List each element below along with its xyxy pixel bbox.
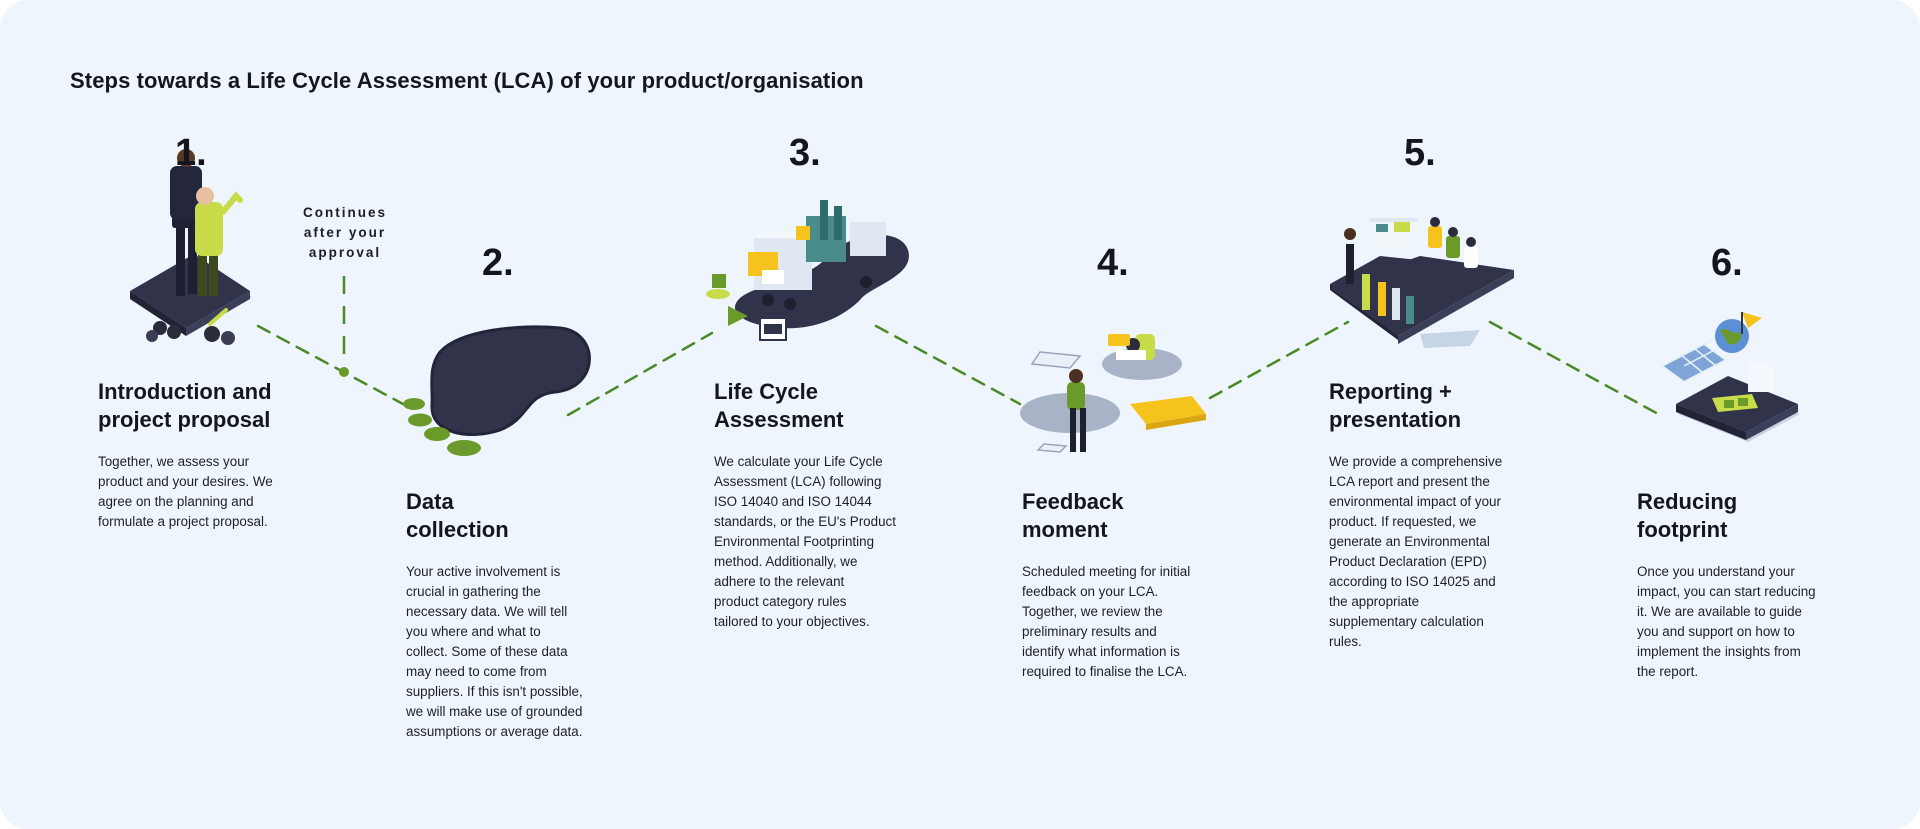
step-1-text: Together, we assess your product and you… [98, 454, 273, 529]
step-4-text: Scheduled meeting for initial feedback o… [1022, 564, 1191, 679]
step-6-number: 6. [1711, 242, 1743, 284]
empty-platform-illustration [403, 325, 591, 456]
step-4-number: 4. [1097, 242, 1129, 284]
step-4-heading: Feedback moment [1022, 489, 1124, 542]
step-5-number: 5. [1404, 132, 1436, 174]
step-3-number: 3. [789, 132, 821, 174]
feedback-meeting-illustration [1020, 334, 1206, 453]
step-6-text: Once you understand your impact, you can… [1637, 564, 1816, 679]
step-3-text: We calculate your Life Cycle Assessment … [714, 454, 896, 629]
presentation-illustration [1330, 217, 1514, 348]
factory-logistics-illustration [706, 200, 909, 341]
team-on-platform-illustration [130, 149, 252, 345]
page-title: Steps towards a Life Cycle Assessment (L… [70, 68, 864, 93]
step-2-number: 2. [482, 242, 514, 284]
step-5-heading: Reporting + presentation [1329, 379, 1462, 432]
step-1-heading: Introduction and project proposal [98, 379, 272, 432]
approval-note: Continues after your approval [303, 205, 387, 260]
step-5-text: We provide a comprehensive LCA report an… [1329, 454, 1503, 649]
solar-globe-illustration [1660, 312, 1800, 442]
step-1-number: 1. [175, 132, 207, 174]
approval-dot [339, 367, 349, 377]
dashed-connector-line [256, 320, 1662, 417]
step-6-heading: Reducing footprint [1637, 489, 1738, 542]
step-3-heading: Life Cycle Assessment [714, 379, 844, 432]
step-2-heading: Data collection [406, 489, 509, 542]
step-2-text: Your active involvement is crucial in ga… [406, 564, 583, 739]
